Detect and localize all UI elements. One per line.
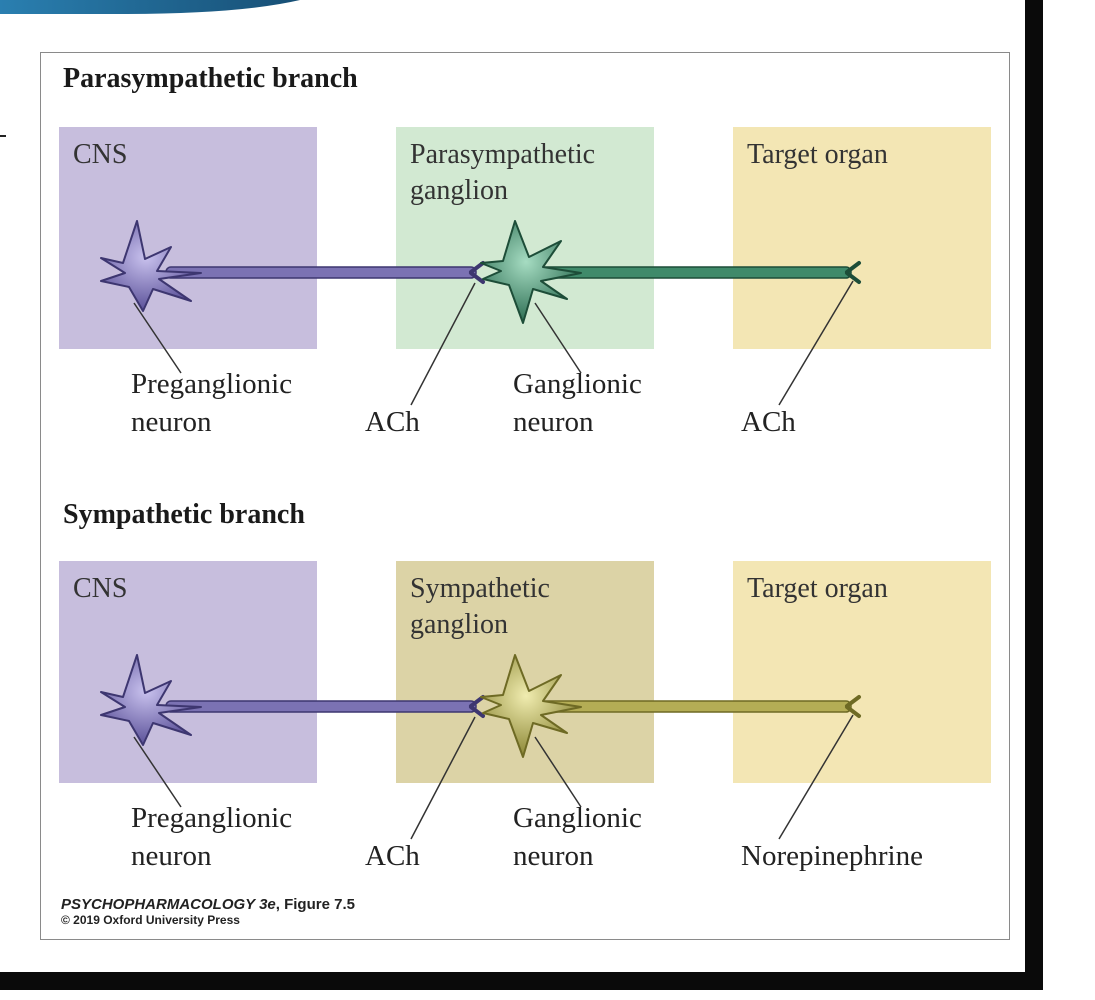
symp-cns-box: CNS	[59, 561, 317, 783]
symp-preganglionic-axon	[165, 695, 485, 718]
figure-panel: Parasympathetic branch CNS Parasympathet…	[40, 52, 1010, 940]
symp-preganglionic-label: Preganglionic neuron	[131, 802, 293, 872]
symp-transmitter-pointer	[778, 714, 854, 840]
para-ganglionic-label: Ganglionic neuron	[513, 368, 642, 438]
top-decorative-band	[0, 0, 300, 14]
para-cns-box: CNS	[59, 127, 317, 349]
para-transmitter-label: ACh	[741, 406, 796, 438]
symp-target-label: Target organ	[747, 573, 888, 604]
symp-ganglion-label: Sympathetic ganglion	[410, 573, 550, 640]
symp-ach-pointer	[410, 716, 476, 840]
para-preganglionic-label: Preganglionic neuron	[131, 368, 293, 438]
para-ganglionic-axon	[540, 261, 861, 284]
symp-preganglionic-neuron-icon	[100, 654, 202, 746]
para-preganglionic-pointer	[133, 302, 182, 374]
para-cns-label: CNS	[73, 139, 128, 170]
para-transmitter-pointer	[778, 280, 854, 406]
credit-figure: , Figure 7.5	[275, 896, 355, 913]
symp-ach-label: ACh	[365, 840, 420, 872]
credit-copyright: © 2019 Oxford University Press	[61, 913, 240, 927]
para-preganglionic-neuron-icon	[100, 220, 202, 312]
para-preganglionic-axon	[165, 261, 485, 284]
para-ganglion-label: Parasympathetic ganglion	[410, 139, 596, 206]
symp-ganglionic-neuron-icon	[480, 654, 582, 758]
para-ganglionic-pointer	[534, 302, 582, 374]
symp-preganglionic-pointer	[133, 736, 182, 808]
symp-target-box: Target organ	[733, 561, 991, 783]
para-ach-pointer	[410, 282, 476, 406]
symp-ganglionic-pointer	[534, 736, 582, 808]
credit-book-title: PSYCHOPHARMACOLOGY 3e	[61, 896, 276, 913]
para-ganglion-box: Parasympathetic ganglion	[396, 127, 654, 349]
parasympathetic-title: Parasympathetic branch	[63, 63, 358, 94]
para-target-box: Target organ	[733, 127, 991, 349]
para-ganglionic-neuron-icon	[480, 220, 582, 324]
sympathetic-title: Sympathetic branch	[63, 499, 305, 530]
figure-credit: PSYCHOPHARMACOLOGY 3e, Figure 7.5 © 2019…	[61, 896, 355, 927]
neuron-diagram	[100, 220, 861, 840]
symp-cns-label: CNS	[73, 573, 128, 604]
para-target-label: Target organ	[747, 139, 888, 170]
symp-transmitter-label: Norepinephrine	[741, 840, 923, 872]
symp-ganglionic-label: Ganglionic neuron	[513, 802, 642, 872]
para-ach-label: ACh	[365, 406, 420, 438]
symp-ganglionic-axon	[540, 695, 861, 718]
